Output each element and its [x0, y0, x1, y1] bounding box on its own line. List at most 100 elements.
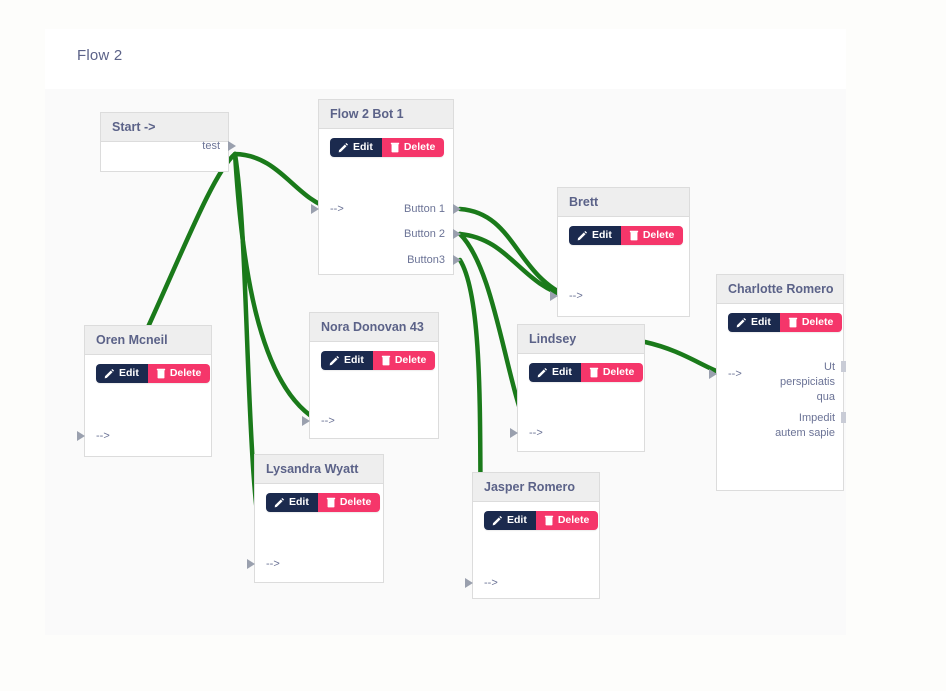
delete-button[interactable]: Delete	[779, 313, 843, 332]
input-connector-icon[interactable]	[510, 428, 518, 438]
node-action-buttons: Edit Delete	[484, 511, 599, 530]
node-body-oren: Edit Delete -->	[77, 355, 211, 455]
delete-button-label: Delete	[602, 366, 635, 379]
pencil-square-icon	[736, 317, 747, 328]
input-port-oren-0[interactable]: -->	[96, 430, 110, 442]
input-port-lysandra-0[interactable]: -->	[266, 558, 280, 570]
flow-node-nora[interactable]: Nora Donovan 43 Edit Delete -->	[302, 312, 439, 439]
input-connector-icon[interactable]	[77, 431, 85, 441]
node-body-start: test	[101, 140, 236, 170]
input-connector-icon[interactable]	[550, 291, 558, 301]
edit-button-label: Edit	[507, 514, 527, 527]
pencil-square-icon	[577, 230, 588, 241]
input-port-flow2bot1-0[interactable]: -->	[330, 203, 344, 215]
node-title-flow2bot1: Flow 2 Bot 1	[319, 100, 453, 129]
input-connector-icon[interactable]	[311, 204, 319, 214]
node-body-lindsey: Edit Delete -->	[510, 354, 644, 450]
node-action-buttons: Edit Delete	[96, 364, 211, 383]
flow-node-flow2bot1[interactable]: Flow 2 Bot 1 Edit Delete --> Button 1 Button …	[311, 99, 461, 275]
output-connector-icon[interactable]	[228, 141, 236, 151]
trash-icon	[788, 317, 798, 328]
output-port-flow2bot1-1[interactable]: Button 2	[404, 228, 445, 240]
edit-button-label: Edit	[353, 141, 373, 154]
pencil-square-icon	[104, 368, 115, 379]
edit-button-label: Edit	[751, 316, 771, 329]
edit-button[interactable]: Edit	[484, 511, 536, 530]
flow-node-start[interactable]: Start ->test	[100, 112, 236, 172]
input-port-charlotte-0[interactable]: -->	[728, 368, 742, 380]
pencil-square-icon	[537, 367, 548, 378]
input-port-brett-0[interactable]: -->	[569, 290, 583, 302]
header-card: Flow 2	[45, 29, 846, 89]
output-port-charlotte-1[interactable]: Impedit autem sapie	[775, 412, 835, 439]
delete-button[interactable]: Delete	[580, 363, 644, 382]
edit-button[interactable]: Edit	[529, 363, 581, 382]
edit-button-label: Edit	[119, 367, 139, 380]
delete-button-label: Delete	[169, 367, 202, 380]
trash-icon	[156, 368, 166, 379]
trash-icon	[589, 367, 599, 378]
delete-button[interactable]: Delete	[147, 364, 211, 383]
node-body-brett: Edit Delete -->	[550, 217, 689, 315]
delete-button[interactable]: Delete	[372, 351, 436, 370]
delete-button-label: Delete	[557, 514, 590, 527]
input-connector-icon[interactable]	[465, 578, 473, 588]
node-action-buttons: Edit Delete	[321, 351, 436, 370]
input-connector-icon[interactable]	[302, 416, 310, 426]
delete-button[interactable]: Delete	[535, 511, 599, 530]
edit-button[interactable]: Edit	[728, 313, 780, 332]
output-connector-icon[interactable]	[453, 229, 461, 239]
delete-button-label: Delete	[801, 316, 834, 329]
output-connector-icon[interactable]	[453, 204, 461, 214]
node-title-lysandra: Lysandra Wyatt	[255, 455, 383, 484]
edit-button[interactable]: Edit	[330, 138, 382, 157]
edit-button[interactable]: Edit	[96, 364, 148, 383]
output-connector-icon[interactable]	[841, 361, 846, 372]
input-port-jasper-0[interactable]: -->	[484, 577, 498, 589]
edit-button-label: Edit	[344, 354, 364, 367]
output-connector-icon[interactable]	[453, 255, 461, 265]
trash-icon	[390, 142, 400, 153]
edge[interactable]	[457, 206, 572, 300]
output-port-flow2bot1-0[interactable]: Button 1	[404, 203, 445, 215]
delete-button[interactable]: Delete	[620, 226, 684, 245]
delete-button[interactable]: Delete	[381, 138, 445, 157]
output-port-charlotte-0[interactable]: Ut perspiciatis qua	[779, 361, 835, 403]
edit-button[interactable]: Edit	[569, 226, 621, 245]
input-connector-icon[interactable]	[247, 559, 255, 569]
node-body-flow2bot1: Edit Delete --> Button 1 Button 2 Button3	[311, 129, 461, 273]
delete-button-label: Delete	[339, 496, 372, 509]
delete-button-label: Delete	[642, 229, 675, 242]
edit-button[interactable]: Edit	[321, 351, 373, 370]
node-title-charlotte: Charlotte Romero	[717, 275, 843, 304]
edit-button[interactable]: Edit	[266, 493, 318, 512]
delete-button[interactable]: Delete	[317, 493, 381, 512]
delete-button-label: Delete	[403, 141, 436, 154]
node-body-jasper: Edit Delete -->	[465, 502, 599, 597]
edge[interactable]	[457, 231, 572, 300]
node-title-nora: Nora Donovan 43	[310, 313, 438, 342]
delete-button-label: Delete	[394, 354, 427, 367]
node-action-buttons: Edit Delete	[529, 363, 644, 382]
pencil-square-icon	[492, 515, 503, 526]
pencil-square-icon	[274, 497, 285, 508]
output-connector-icon[interactable]	[841, 412, 846, 423]
input-connector-icon[interactable]	[709, 369, 717, 379]
output-port-start-0[interactable]: test	[202, 140, 220, 152]
edit-button-label: Edit	[552, 366, 572, 379]
node-title-lindsey: Lindsey	[518, 325, 644, 354]
output-port-flow2bot1-2[interactable]: Button3	[407, 254, 445, 266]
node-body-lysandra: Edit Delete -->	[247, 484, 383, 581]
input-port-nora-0[interactable]: -->	[321, 415, 335, 427]
node-action-buttons: Edit Delete	[569, 226, 684, 245]
input-port-lindsey-0[interactable]: -->	[529, 427, 543, 439]
